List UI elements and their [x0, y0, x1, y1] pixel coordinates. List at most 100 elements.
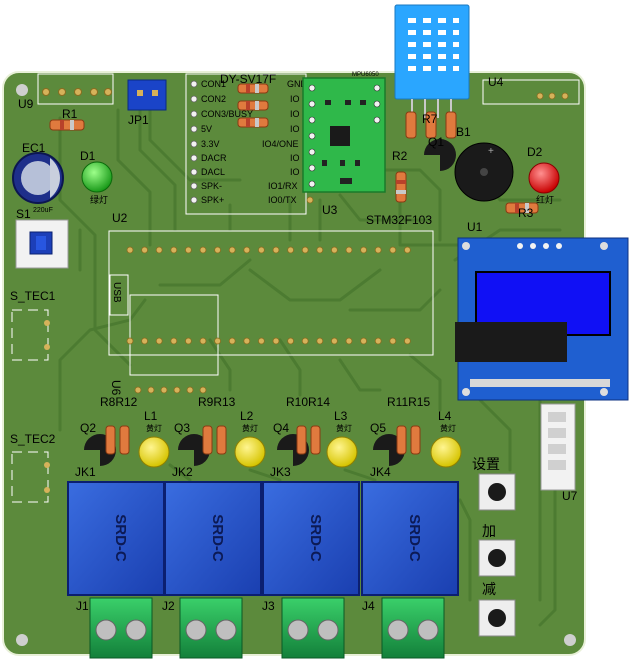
l2-note: 黄灯: [242, 423, 258, 433]
transistor-q1: [424, 139, 456, 171]
ec1-label: EC1: [22, 141, 46, 155]
u2-pin: [199, 337, 207, 345]
button-set[interactable]: [478, 473, 516, 511]
relay-jk2-text: SRD-C: [209, 514, 226, 562]
terminal-j2[interactable]: [179, 597, 243, 659]
button-add[interactable]: [478, 539, 516, 577]
dht11-sensor: [394, 4, 470, 100]
pin-3v3: 3.3V: [201, 139, 220, 149]
u2-pin: [374, 246, 382, 254]
u1-label: U1: [467, 220, 483, 234]
u4-outline: [482, 79, 580, 105]
u2-pin: [316, 337, 324, 345]
d1-label: D1: [80, 149, 96, 163]
u2-pin: [316, 246, 324, 254]
u2-pin: [360, 337, 368, 345]
stm32-label: STM32F103: [366, 213, 432, 227]
button-sub[interactable]: [478, 599, 516, 637]
terminal-j4[interactable]: [381, 597, 445, 659]
d1-note: 绿灯: [90, 194, 108, 206]
s1-label: S1: [16, 207, 31, 221]
resistor-r1: [49, 119, 85, 131]
j2-label: J2: [162, 599, 175, 613]
r3-label: R3: [518, 206, 534, 220]
u2-pin: [330, 337, 338, 345]
j3-label: J3: [262, 599, 275, 613]
u2-label: U2: [112, 211, 128, 225]
terminal-j3[interactable]: [281, 597, 345, 659]
u2-pin: [272, 337, 280, 345]
u2-pin: [389, 337, 397, 345]
jk3-label: JK3: [270, 465, 291, 479]
led-d2-red: [528, 162, 560, 194]
u2-pin: [126, 337, 134, 345]
u2-pin: [184, 246, 192, 254]
led-l3-yellow: [326, 436, 358, 468]
relay-jk4-text: SRD-C: [406, 514, 423, 562]
pin-5v: 5V: [201, 124, 212, 134]
u2-pin: [155, 246, 163, 254]
u9-label: U9: [18, 97, 34, 111]
pin-dacr: DACR: [201, 153, 227, 163]
u2-pin: [170, 246, 178, 254]
u2-bottom-pins: [126, 337, 411, 345]
jp1-label: JP1: [128, 113, 149, 127]
svg-text:+: +: [488, 146, 494, 157]
btn-set-label: 设置: [472, 457, 500, 473]
jp1-connector[interactable]: [127, 79, 167, 111]
s-tec1-outline: [11, 309, 49, 361]
u7-label: U7: [562, 489, 578, 503]
u2-pin: [345, 246, 353, 254]
jk4-label: JK4: [370, 465, 391, 479]
u2-pin: [301, 337, 309, 345]
u2-outline: [108, 230, 434, 356]
led-l1-yellow: [138, 436, 170, 468]
terminal-j1[interactable]: [89, 597, 153, 659]
j4-label: J4: [362, 599, 375, 613]
u2-pin: [360, 246, 368, 254]
u2-pin: [243, 246, 251, 254]
svg-text:IO: IO: [290, 153, 300, 163]
pin-io1-rx: IO1/RX: [268, 181, 298, 191]
jk1-label: JK1: [75, 465, 96, 479]
u2-pin: [228, 246, 236, 254]
transistor-q3: [178, 434, 210, 466]
l2-label: L2: [240, 409, 254, 423]
pin-spk-minus: SPK-: [201, 181, 222, 191]
u2-pin: [170, 337, 178, 345]
q3-label: Q3: [174, 421, 190, 435]
resistor-r2: [395, 171, 407, 203]
q1-label: Q1: [428, 135, 444, 149]
u2-pin: [184, 337, 192, 345]
u6-label: U6: [109, 380, 123, 396]
u2-pin: [374, 337, 382, 345]
mount-hole-bl: [16, 634, 28, 646]
s-tec1-label: S_TEC1: [10, 289, 56, 303]
q5-label: Q5: [370, 421, 386, 435]
u2-pin: [214, 337, 222, 345]
svg-text:IO: IO: [290, 124, 300, 134]
u3-label: U3: [322, 203, 338, 217]
relay-jk1: SRD-C: [67, 481, 165, 596]
b1-label: B1: [456, 125, 471, 139]
u2-pin: [126, 246, 134, 254]
channel-2: Q3 R9R13 L2 黄灯 JK2: [172, 395, 266, 479]
u2-pin: [141, 337, 149, 345]
svg-text:IO: IO: [290, 109, 300, 119]
u2-pin: [403, 246, 411, 254]
u2-pin: [243, 337, 251, 345]
pin-spk-plus: SPK+: [201, 195, 224, 205]
u2-pin: [257, 337, 265, 345]
resistor-stack: [237, 83, 269, 128]
relay-jk2: SRD-C: [164, 481, 262, 596]
pin-io4: IO4/ONE: [262, 139, 299, 149]
mount-hole-tl: [16, 84, 28, 96]
u4-label: U4: [488, 75, 504, 89]
channel-1: Q2 R8R12 L1 黄灯 JK1: [75, 395, 170, 479]
resistor-r7: [405, 111, 457, 139]
dy-sv17f-title: DY-SV17F: [220, 72, 276, 86]
r2-label: R2: [392, 149, 408, 163]
pin-dacl: DACL: [201, 167, 225, 177]
u2-pin: [257, 246, 265, 254]
u2-inner-outline: [129, 294, 219, 376]
